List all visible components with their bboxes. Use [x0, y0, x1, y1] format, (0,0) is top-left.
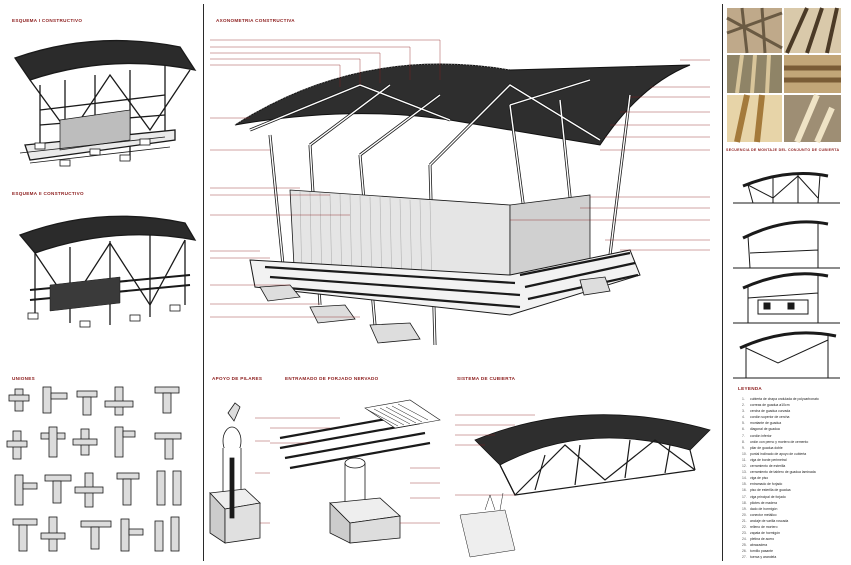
- esquema1-title: ESQUEMA I CONSTRUCTIVO: [12, 18, 83, 23]
- legend-item: 5.montante de guadua: [742, 421, 782, 426]
- esquema1-drawing: [13, 39, 197, 167]
- legend-item: 14.viga de piso: [742, 476, 769, 481]
- secciones-title: SECUENCIA DE MONTAJE DEL CONJUNTO DE CUB…: [726, 148, 840, 152]
- legend-item: 24.pletina de acero: [742, 537, 775, 542]
- legend-item: 23.zapata de hormigón: [742, 531, 780, 536]
- apoyo-title: APOYO DE PILARES: [212, 376, 263, 381]
- construction-photos: [726, 7, 841, 144]
- legend-item: 4.cordón superior de cercha: [742, 415, 790, 420]
- sistema-cubierta-drawing: [455, 414, 711, 558]
- legend-item: 1.cubierta de chapa ondulada de polycarb…: [742, 397, 819, 401]
- axonometria-title: AXONOMETRIA CONSTRUCTIVA: [216, 18, 295, 23]
- legend-item: 20.conector metálico: [742, 512, 777, 517]
- legend-item: 3.cercha de guadua curvada: [742, 409, 791, 414]
- axonometria-drawing: [210, 39, 710, 346]
- legend-item: 2.correas de guadua ø10cm: [742, 403, 790, 408]
- sistema-cubierta-title: SISTEMA DE CUBIERTA: [457, 376, 516, 381]
- legend: 1.cubierta de chapa ondulada de polycarb…: [742, 396, 846, 561]
- legend-item: 26.tornillo pasante: [742, 549, 773, 554]
- legend-item: 11.viga de borde perimetral: [742, 457, 787, 462]
- legend-item: 18.pilotes de madera: [742, 500, 777, 505]
- legend-item: 10.puntal inclinado de apoyo de cubierta: [742, 451, 807, 456]
- legend-item: 8.unión con perno y mortero de cemento: [742, 439, 809, 444]
- legend-item: 22.relleno de mortero: [742, 524, 778, 529]
- legend-item: 13.cerramiento de tablero de guadua lami…: [742, 470, 816, 475]
- divider-right: [722, 4, 723, 561]
- entramado-drawing: [270, 399, 441, 544]
- legend-item: 9.pilar de guadua doble: [742, 445, 783, 450]
- apoyo-drawing: [209, 402, 270, 544]
- legend-item: 25.abrazadera: [742, 543, 768, 548]
- legend-item: 27.tuerca y arandela: [742, 555, 777, 560]
- legend-item: 12.cerramiento de esterilla: [742, 464, 786, 469]
- esquema2-drawing: [18, 215, 197, 328]
- divider-left: [203, 4, 204, 561]
- legend-item: 16.piso de esterilla de guadua: [742, 488, 791, 493]
- legend-item: 19.dado de hormigón: [742, 506, 778, 511]
- uniones-drawing: [6, 386, 182, 552]
- leyenda-title: LEYENDA: [738, 386, 763, 391]
- uniones-title: UNIONES: [12, 376, 36, 381]
- legend-item: 7.cordón inferior: [742, 433, 772, 438]
- legend-item: 15.entramado de forjado: [742, 482, 783, 487]
- legend-item: 17.viga principal de forjado: [742, 494, 786, 499]
- legend-item: 21.anclaje de varilla roscada: [742, 518, 789, 523]
- esquema2-title: ESQUEMA II CONSTRUCTIVO: [12, 191, 84, 196]
- legend-item: 6.diagonal de guadua: [742, 427, 780, 432]
- entramado-title: ENTRAMADO DE FORJADO NERVADO: [285, 376, 379, 381]
- sections-sequence: [733, 172, 840, 379]
